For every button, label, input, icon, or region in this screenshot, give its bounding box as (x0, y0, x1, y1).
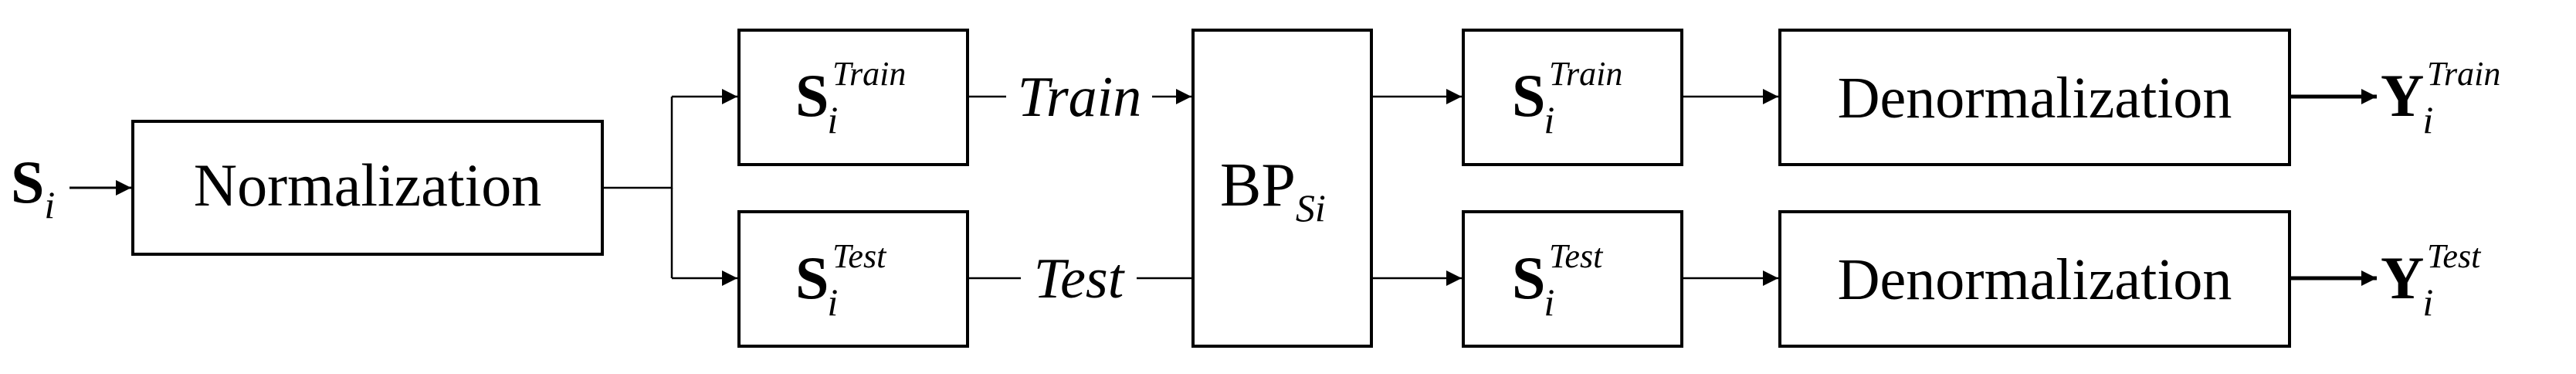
normalization-box (131, 120, 604, 256)
input-label: Si (11, 148, 55, 226)
edge-label-train: Train (1018, 66, 1141, 129)
output-test-label: YiTest (2381, 237, 2482, 324)
pred-test-box (1462, 210, 1683, 348)
train-set-box (737, 29, 969, 166)
denorm-test-box (1778, 210, 2291, 348)
pred-train-label: SiTrain (1512, 55, 1622, 141)
train-set-label: SiTrain (795, 55, 906, 141)
split-connector (604, 97, 673, 189)
connectors (69, 89, 2377, 286)
denorm-test-label: Denormalization (1838, 247, 2232, 312)
output-train-label: YiTrain (2381, 55, 2500, 141)
denorm-train-label: Denormalization (1838, 66, 2232, 131)
test-set-label: SiTest (795, 237, 887, 324)
edge-label-test: Test (1034, 247, 1126, 311)
bp-network-box (1191, 29, 1373, 348)
test-set-box (737, 210, 969, 348)
denorm-train-box (1778, 29, 2291, 166)
normalization-label: Normalization (194, 151, 542, 219)
pred-train-box (1462, 29, 1683, 166)
pred-test-label: SiTest (1512, 237, 1604, 324)
bp-network-label: BPSi (1220, 151, 1326, 230)
